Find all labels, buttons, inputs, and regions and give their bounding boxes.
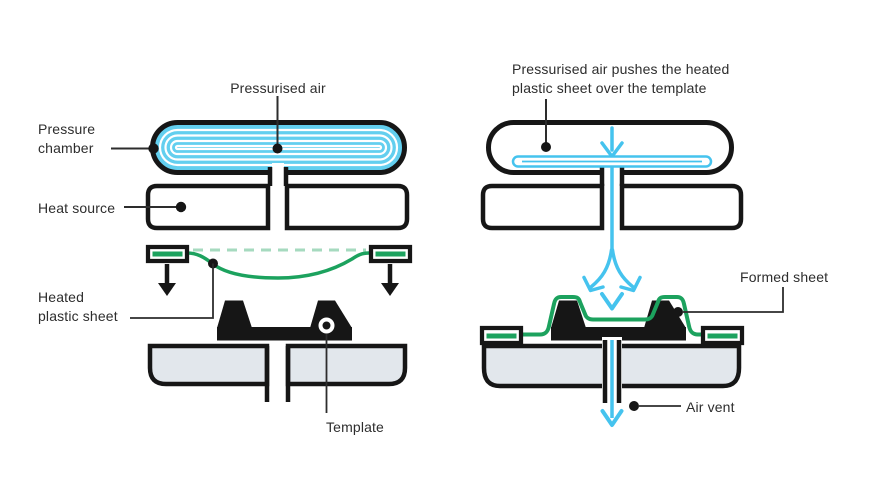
right-stage-forming	[479, 99, 784, 427]
down-arrow-right	[381, 264, 399, 296]
pressure-chamber-forming	[486, 120, 734, 186]
formed-sheet-dot	[673, 307, 683, 317]
label-line: Pressurised air pushes the heated	[512, 61, 730, 77]
formed-sheet-curve	[517, 295, 707, 337]
clamp-right-forming	[700, 325, 745, 346]
label-pressurised-air: Pressurised air	[230, 80, 326, 96]
label-line: Pressure	[38, 121, 96, 137]
right-leaders	[541, 99, 784, 411]
pressure-chamber-dot	[148, 143, 159, 154]
template-anchor-ring	[318, 317, 335, 334]
vent-air-arrowhead	[600, 409, 624, 427]
left-leaders	[111, 96, 328, 413]
heat-source-shape	[145, 183, 410, 231]
label-line: chamber	[38, 140, 94, 156]
template-shape	[217, 300, 352, 341]
left-stage-heating	[111, 96, 413, 413]
down-arrow-left	[158, 264, 176, 296]
pressurised-air-dot	[272, 143, 283, 154]
chamber-outlet-gap	[272, 163, 284, 186]
label-pressure-chamber: Pressure chamber	[38, 120, 95, 158]
label-line: plastic sheet	[38, 308, 118, 324]
clamp-left	[145, 244, 190, 264]
label-heated-plastic-sheet: Heated plastic sheet	[38, 288, 118, 326]
flattened-air-coil	[511, 155, 713, 168]
label-heat-source: Heat source	[38, 200, 116, 216]
air-spread-arrows	[582, 248, 642, 311]
heat-source-forming	[480, 183, 744, 231]
clamp-left-forming	[479, 325, 524, 346]
center-air-arrowhead	[600, 292, 624, 311]
label-template: Template	[325, 419, 384, 435]
label-formed-sheet: Formed sheet	[740, 269, 829, 285]
caption-dot	[541, 142, 551, 152]
label-line: Heated	[38, 289, 85, 305]
air-vent-dot	[629, 401, 639, 411]
heat-source-dot	[175, 201, 187, 213]
heated-plastic-sheet-curve	[186, 251, 370, 280]
mould-base-left-stage	[147, 343, 408, 402]
label-line: plastic sheet over the template	[512, 80, 707, 96]
label-air-vent: Air vent	[686, 399, 735, 415]
air-vent-channel	[600, 337, 624, 427]
label-forming-caption: Pressurised air pushes the heated plasti…	[512, 60, 729, 98]
clamp-right	[368, 244, 413, 264]
